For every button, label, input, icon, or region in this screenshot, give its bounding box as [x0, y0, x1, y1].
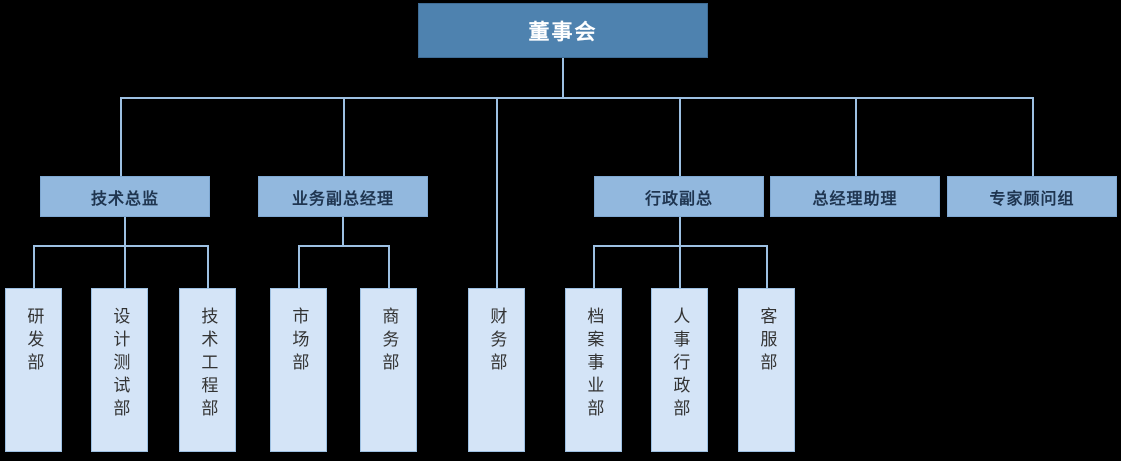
node-finance-dept[interactable]: 财务部 [468, 288, 525, 452]
node-tech-eng-dept[interactable]: 技术工程部 [179, 288, 236, 452]
node-label: 商务部 [379, 307, 399, 376]
connector-drop-gm-assistant [855, 97, 857, 176]
node-label: 客服部 [757, 307, 777, 376]
connector-root-bus [120, 97, 1033, 99]
node-label: 技术总监 [90, 190, 159, 208]
node-tech-director[interactable]: 技术总监 [40, 176, 210, 217]
node-board-of-directors[interactable]: 董事会 [418, 3, 708, 58]
node-design-test-dept[interactable]: 设计测试部 [91, 288, 148, 452]
node-admin-vp[interactable]: 行政副总 [594, 176, 764, 217]
node-label: 档案事业部 [584, 307, 604, 422]
node-label: 研发部 [24, 307, 44, 376]
connector-drop-commerce-dept [388, 245, 390, 288]
node-label: 业务副总经理 [291, 190, 394, 208]
node-marketing-dept[interactable]: 市场部 [270, 288, 327, 452]
connector-business-vp-bus [298, 245, 389, 247]
node-label: 行政副总 [644, 190, 713, 208]
connector-drop-archive-div [593, 245, 595, 288]
connector-drop-admin-vp [679, 97, 681, 176]
node-hr-admin-dept[interactable]: 人事行政部 [651, 288, 708, 452]
connector-business-vp-stem [342, 217, 344, 246]
connector-drop-marketing-dept [298, 245, 300, 288]
connector-drop-finance-dept [496, 97, 498, 288]
node-gm-assistant[interactable]: 总经理助理 [770, 176, 940, 217]
connector-drop-hr-admin-dept [679, 245, 681, 288]
node-label: 人事行政部 [670, 307, 690, 422]
connector-drop-rd-dept [33, 245, 35, 288]
connector-root-stem [562, 58, 564, 98]
node-label: 市场部 [289, 307, 309, 376]
node-archive-div[interactable]: 档案事业部 [565, 288, 622, 452]
node-label: 技术工程部 [198, 307, 218, 422]
node-label: 设计测试部 [110, 307, 130, 422]
connector-drop-expert-advisory-group [1032, 97, 1034, 176]
node-commerce-dept[interactable]: 商务部 [360, 288, 417, 452]
node-support-dept[interactable]: 客服部 [738, 288, 795, 452]
connector-drop-design-test-dept [124, 245, 126, 288]
connector-tech-director-stem [124, 217, 126, 246]
node-business-vp[interactable]: 业务副总经理 [258, 176, 428, 217]
connector-drop-tech-eng-dept [207, 245, 209, 288]
connector-tech-director-bus [33, 245, 208, 247]
node-label: 财务部 [487, 307, 507, 376]
node-label: 总经理助理 [812, 190, 898, 208]
node-label: 董事会 [528, 20, 598, 44]
node-rd-dept[interactable]: 研发部 [5, 288, 62, 452]
connector-drop-tech-director [120, 97, 122, 176]
node-expert-advisory-group[interactable]: 专家顾问组 [947, 176, 1117, 217]
connector-drop-support-dept [766, 245, 768, 288]
connector-admin-vp-stem [679, 217, 681, 246]
node-label: 专家顾问组 [989, 190, 1075, 208]
connector-drop-business-vp [343, 97, 345, 176]
